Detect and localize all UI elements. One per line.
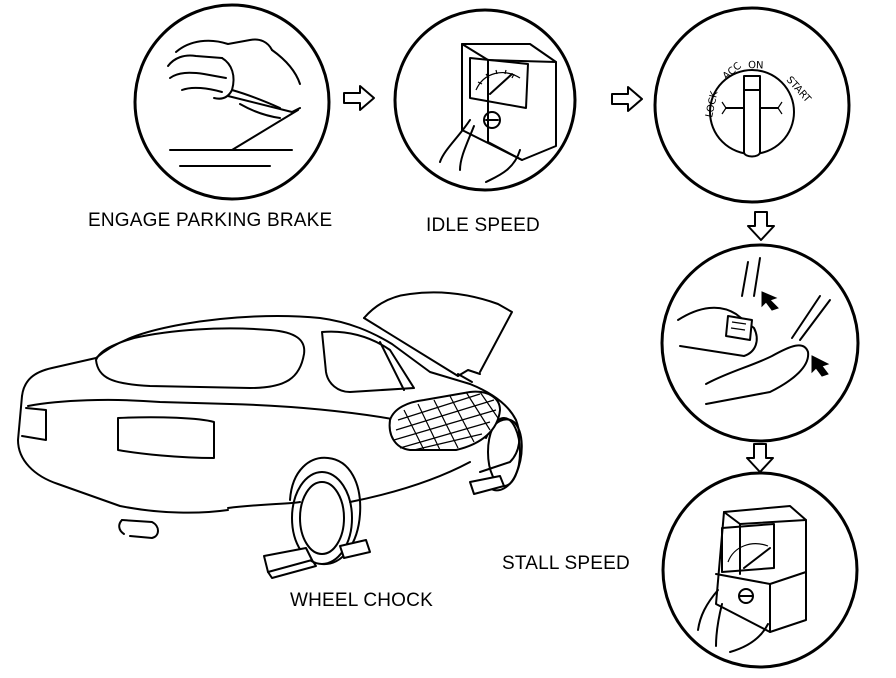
- hollow-arrow-down-icon: [747, 211, 775, 241]
- step-engage-parking-brake-label: ENGAGE PARKING BRAKE: [88, 210, 333, 231]
- wheel-chock-label: WHEEL CHOCK: [290, 590, 433, 611]
- ignition-switch-illustration: LOCK ACC ON START: [653, 6, 851, 204]
- ignition-position-acc: ACC: [721, 61, 744, 83]
- hollow-arrow-right-icon: [611, 86, 643, 112]
- pedals-illustration: [660, 243, 860, 443]
- step-stall-speed-label: STALL SPEED: [502, 553, 630, 574]
- step-idle-speed-label: IDLE SPEED: [426, 215, 540, 236]
- hollow-arrow-right-icon: [343, 85, 375, 111]
- hollow-arrow-down-icon: [746, 443, 774, 473]
- ignition-position-lock: LOCK: [704, 90, 720, 119]
- tachometer-stall-illustration: [661, 471, 859, 669]
- tachometer-idle-illustration: [393, 8, 577, 192]
- car-illustration: [17, 291, 523, 579]
- parking-brake-illustration: [133, 3, 331, 201]
- ignition-position-on: ON: [748, 60, 764, 72]
